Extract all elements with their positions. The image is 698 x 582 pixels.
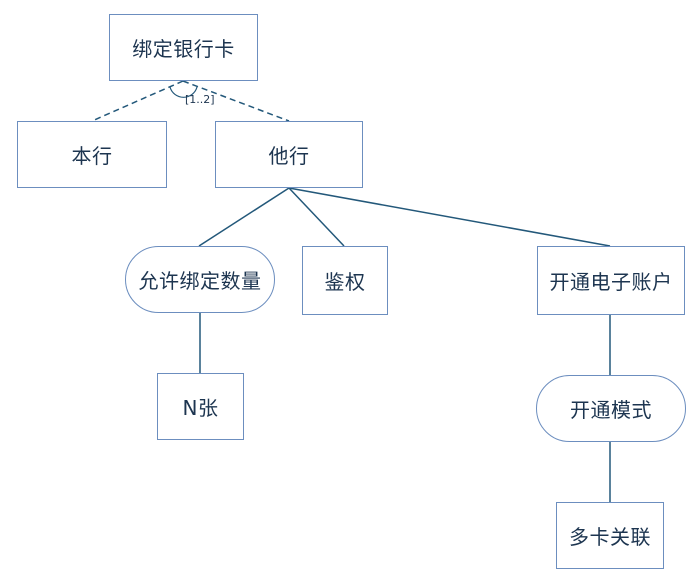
edge-root-own-bank [91,80,184,122]
node-open-e-account: 开通电子账户 [537,246,685,315]
edge-other-bank-allowed-count [198,187,290,247]
node-open-mode: 开通模式 [536,375,686,442]
node-bind-bank-card: 绑定银行卡 [109,14,258,81]
node-n-cards: N张 [157,373,244,440]
edge-other-bank-open-account [288,187,611,247]
node-own-bank: 本行 [17,121,167,188]
node-multi-card-link: 多卡关联 [556,502,664,569]
node-other-bank: 他行 [215,121,363,188]
multiplicity-label: [1..2] [185,93,215,106]
edge-root-other-bank [182,80,290,122]
edge-other-bank-auth [288,187,345,247]
node-allowed-bind-count: 允许绑定数量 [125,246,275,313]
node-authentication: 鉴权 [302,246,388,315]
multiplicity-arc [169,86,198,98]
